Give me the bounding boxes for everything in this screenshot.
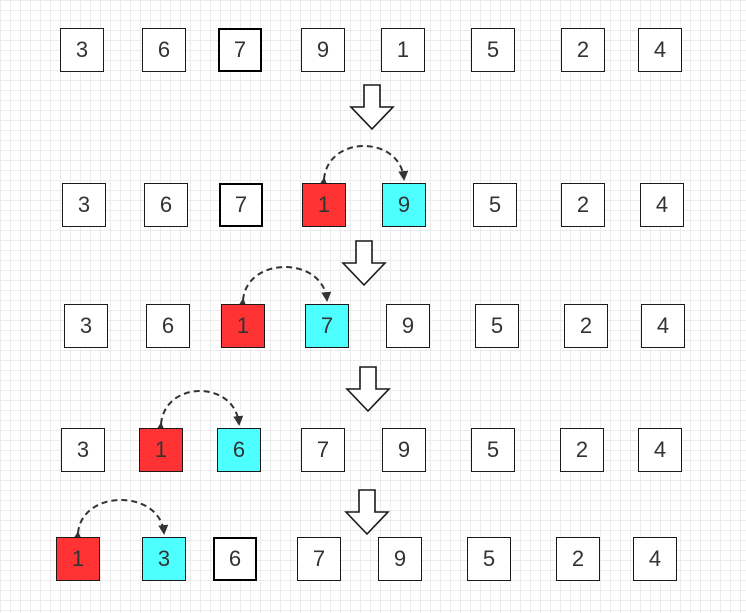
array-cell: 5 <box>471 428 515 472</box>
array-cell: 2 <box>560 428 604 472</box>
array-cell: 1 <box>56 537 100 581</box>
array-cell: 5 <box>471 28 515 72</box>
array-cell: 6 <box>144 183 188 227</box>
array-cell: 6 <box>217 428 261 472</box>
array-cell: 3 <box>60 28 104 72</box>
array-cell: 2 <box>561 28 605 72</box>
array-cell: 5 <box>467 537 511 581</box>
array-cell: 7 <box>305 304 349 348</box>
array-cell: 1 <box>139 428 183 472</box>
array-cell: 1 <box>302 183 346 227</box>
array-cell: 4 <box>638 428 682 472</box>
array-cell: 7 <box>301 428 345 472</box>
array-cell: 9 <box>386 304 430 348</box>
array-cell: 6 <box>213 537 257 581</box>
array-cell: 4 <box>640 183 684 227</box>
array-cell: 9 <box>301 28 345 72</box>
array-cell: 3 <box>61 428 105 472</box>
down-arrow-icon <box>341 240 387 287</box>
array-cell: 7 <box>297 537 341 581</box>
array-cell: 5 <box>475 304 519 348</box>
array-cell: 6 <box>146 304 190 348</box>
array-cell: 2 <box>561 183 605 227</box>
dashed-curved-double-arrow-icon <box>318 145 409 188</box>
array-cell: 4 <box>641 304 685 348</box>
array-cell: 9 <box>382 183 426 227</box>
array-cell: 1 <box>381 28 425 72</box>
array-cell: 4 <box>638 28 682 72</box>
dashed-curved-double-arrow-icon <box>155 390 244 433</box>
array-cell: 7 <box>219 183 263 227</box>
array-cell: 7 <box>218 28 262 72</box>
array-cell: 3 <box>64 304 108 348</box>
array-cell: 2 <box>556 537 600 581</box>
array-cell: 4 <box>633 537 677 581</box>
array-cell: 5 <box>473 183 517 227</box>
array-cell: 9 <box>382 428 426 472</box>
array-cell: 2 <box>564 304 608 348</box>
array-cell: 9 <box>378 537 422 581</box>
dashed-curved-double-arrow-icon <box>237 266 332 309</box>
array-cell: 1 <box>221 304 265 348</box>
array-cell: 6 <box>142 28 186 72</box>
down-arrow-icon <box>345 366 391 413</box>
down-arrow-icon <box>349 84 395 131</box>
array-cell: 3 <box>142 537 186 581</box>
array-cell: 3 <box>62 183 106 227</box>
dashed-curved-double-arrow-icon <box>72 499 169 542</box>
down-arrow-icon <box>344 489 390 536</box>
